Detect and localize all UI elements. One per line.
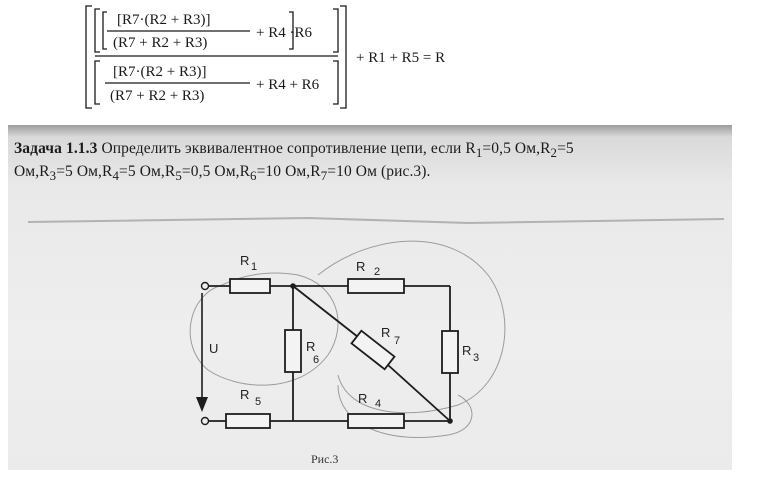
formula-num-tail: + R4 ·R6 <box>256 25 312 41</box>
resistor-r3 <box>441 330 459 374</box>
page-rule <box>27 216 725 225</box>
formula-area: [R7·(R2 + R3)] (R7 + R2 + R3) + R4 ·R6 [… <box>0 0 768 118</box>
den-right-bracket <box>333 60 339 105</box>
num-inner-left-bracket <box>102 11 107 50</box>
node-b <box>447 418 453 424</box>
task-subscript: 1 <box>475 145 483 161</box>
task-text-part: =5 <box>557 140 574 157</box>
task-text-part: Ом,R <box>14 163 50 181</box>
circuit-wires <box>208 285 451 422</box>
formula-result: + R1 + R5 = R <box>356 50 445 66</box>
label-r2-sub: 2 <box>374 266 380 278</box>
label-r4-sub: 4 <box>375 398 381 410</box>
resistor-r2 <box>347 278 405 294</box>
resistors <box>225 278 459 429</box>
terminal-bottom <box>200 416 210 426</box>
resistor-r7 <box>350 329 396 371</box>
formula-num-frac-top: [R7·(R2 + R3)] <box>117 12 210 28</box>
node-a <box>290 283 296 289</box>
terminal-top <box>200 281 210 291</box>
figure-caption: Рис.3 <box>311 452 338 466</box>
resistor-r4 <box>347 413 405 429</box>
task-text-part: =0,5 Ом,R <box>181 163 251 181</box>
formula-den-frac-top: [R7·(R2 + R3)] <box>113 64 206 80</box>
terminals <box>200 281 210 426</box>
voltage-arrow-head <box>196 397 208 412</box>
outer-left-bracket <box>85 5 92 109</box>
formula-num-frac-bottom: (R7 + R2 + R3) <box>113 35 207 51</box>
resistor-r1 <box>229 278 271 294</box>
label-voltage: U <box>209 341 218 356</box>
label-r1: R <box>240 253 249 268</box>
task-line-1: Задача 1.1.3 Определить эквивалентное со… <box>14 139 719 162</box>
task-subscript: 4 <box>112 168 120 184</box>
resistor-r6 <box>284 329 302 373</box>
label-r5-sub: 5 <box>255 396 261 408</box>
resistor-r5 <box>225 413 271 429</box>
num-right-bracket <box>333 8 339 53</box>
task-text-part: =10 Ом (рис.3). <box>327 163 431 181</box>
circuit-diagram: R 1 R 2 R 3 R 4 R 5 R 6 R 7 U Рис.3 <box>27 216 725 466</box>
task-text-part: Определить эквивалентное сопротивление ц… <box>97 140 476 157</box>
task-text-part: =0,5 Ом,R <box>482 140 551 157</box>
pencil-loops <box>189 240 506 439</box>
label-r1-sub: 1 <box>251 261 257 273</box>
wire-diag-2 <box>387 364 451 422</box>
task-text-part: =5 Ом,R <box>56 163 113 181</box>
task-text-part: =5 Ом,R <box>119 163 176 181</box>
photo-page: Задача 1.1.3 Определить эквивалентное со… <box>8 125 732 470</box>
label-r2: R <box>356 259 365 274</box>
task-line-2: Ом,R3=5 Ом,R4=5 Ом,R5=0,5 Ом,R6=10 Ом,R7… <box>14 162 719 185</box>
num-r4-bracket <box>289 11 294 50</box>
label-r5: R <box>240 387 249 402</box>
formula-den-frac-bottom: (R7 + R2 + R3) <box>110 88 204 104</box>
num-left-bracket <box>94 8 100 53</box>
task-subscript: 3 <box>49 168 57 184</box>
pencil-loop-bottom <box>337 384 473 439</box>
task-subscript: 5 <box>175 168 182 184</box>
task-title: Задача 1.1.3 <box>14 140 98 157</box>
formula-den-tail: + R4 + R6 <box>256 77 320 93</box>
pencil-loop-right <box>317 240 506 414</box>
label-r3-sub: 3 <box>473 352 479 364</box>
pencil-loop-left <box>189 272 339 386</box>
label-r4: R <box>358 391 367 406</box>
label-r6: R <box>306 339 315 354</box>
label-r7: R <box>381 325 390 340</box>
den-left-bracket <box>94 60 100 105</box>
photo-shadow <box>8 125 732 137</box>
task-text-part: =10 Ом,R <box>256 163 321 181</box>
wire-diag-1 <box>292 285 359 338</box>
task-subscript: 2 <box>550 145 558 161</box>
label-r3: R <box>462 343 471 358</box>
outer-right-bracket <box>340 5 347 109</box>
label-r6-sub: 6 <box>313 354 319 366</box>
task-subscript: 6 <box>250 168 257 184</box>
task-statement: Задача 1.1.3 Определить эквивалентное со… <box>14 139 719 185</box>
nodes <box>290 283 453 424</box>
task-subscript: 7 <box>320 168 328 184</box>
label-r7-sub: 7 <box>394 335 400 347</box>
formula-svg: [R7·(R2 + R3)] (R7 + R2 + R3) + R4 ·R6 [… <box>85 5 445 109</box>
